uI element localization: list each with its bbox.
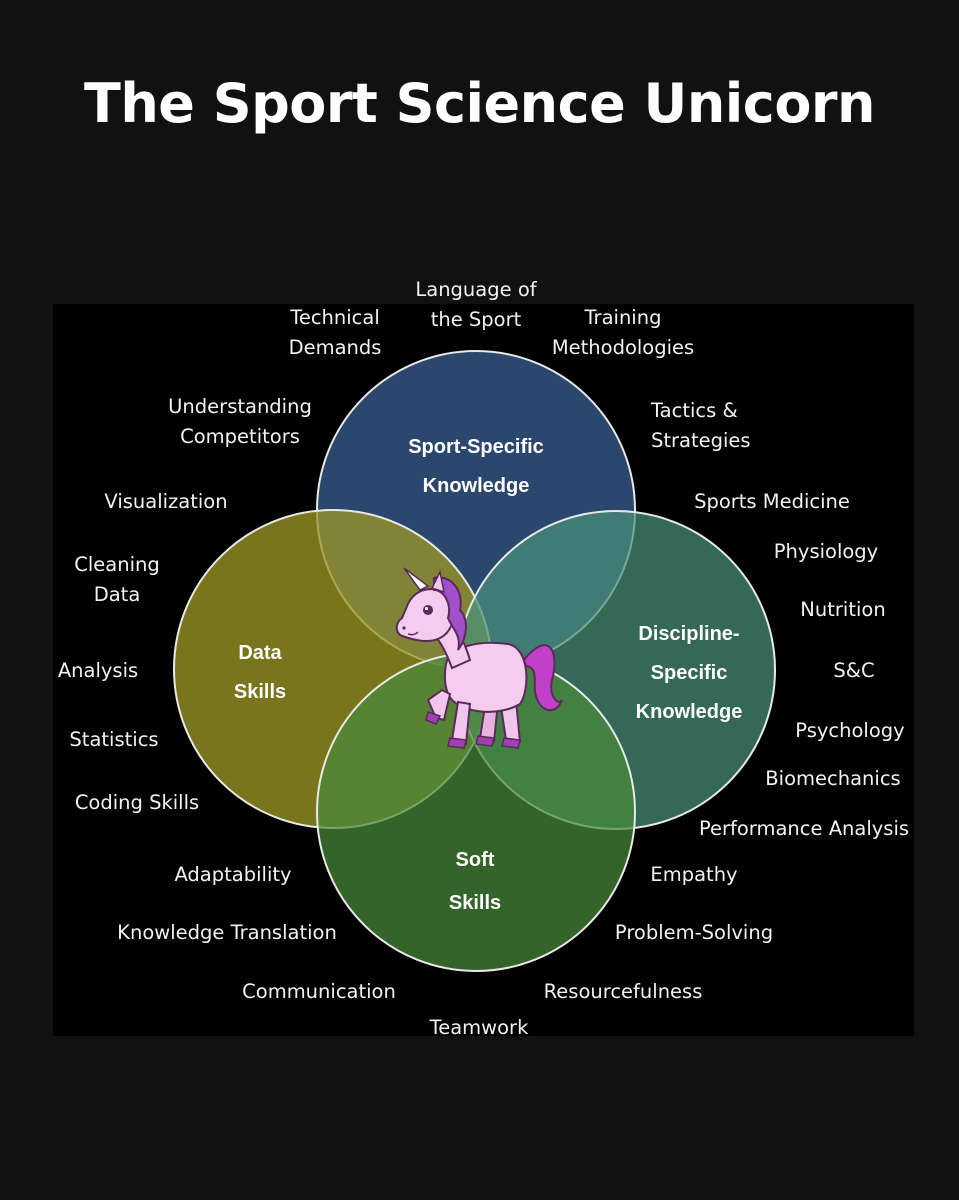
- label-empathy: Empathy: [650, 863, 738, 886]
- sport-specific-knowledge-title: Sport-Specific Knowledge: [408, 428, 544, 506]
- label-teamwork: Teamwork: [429, 1016, 529, 1039]
- label-coding-skills: Coding Skills: [74, 791, 200, 814]
- label-technical-demands: Technical Demands: [289, 303, 382, 363]
- label-statistics: Statistics: [69, 728, 159, 751]
- label-line: Cleaning: [74, 553, 160, 576]
- label-line: Methodologies: [551, 336, 695, 359]
- label-analysis: Analysis: [57, 659, 139, 682]
- label-line: Competitors: [180, 425, 300, 448]
- label-biomechanics: Biomechanics: [765, 767, 901, 790]
- soft-skills-title: Soft Skills: [449, 839, 501, 925]
- title-line: Soft: [455, 849, 495, 871]
- title-line: Knowledge: [422, 475, 530, 497]
- label-sc: S&C: [833, 659, 875, 682]
- page-title: The Sport Science Unicorn: [84, 72, 876, 135]
- label-understanding-competitors: Understanding Competitors: [168, 392, 312, 452]
- label-resourcefulness: Resourcefulness: [543, 980, 703, 1003]
- label-language-of-the-sport: Language of the Sport: [415, 275, 536, 335]
- label-cleaning-data: Cleaning Data: [74, 550, 160, 610]
- label-adaptability: Adaptability: [174, 863, 292, 886]
- label-communication: Communication: [242, 980, 396, 1003]
- label-nutrition: Nutrition: [800, 598, 886, 621]
- title-line: Discipline-: [638, 623, 740, 645]
- label-line: Tactics &: [651, 399, 738, 422]
- label-performance-analysis: Performance Analysis: [698, 817, 910, 840]
- label-line: Demands: [288, 336, 382, 359]
- label-training-methodologies: Training Methodologies: [552, 303, 694, 363]
- label-line: Technical: [290, 306, 380, 329]
- label-physiology: Physiology: [773, 540, 879, 563]
- title-line: Specific: [650, 662, 728, 684]
- data-skills-title: Data Skills: [234, 634, 286, 712]
- title-line: Data: [238, 642, 282, 664]
- title-line: Skills: [448, 892, 502, 914]
- label-line: Strategies: [651, 429, 751, 452]
- title-line: Knowledge: [635, 701, 743, 723]
- label-line: Data: [93, 583, 141, 606]
- label-tactics-strategies: Tactics & Strategies: [651, 396, 751, 456]
- label-sports-medicine: Sports Medicine: [694, 490, 850, 513]
- label-line: Training: [584, 306, 662, 329]
- label-line: Language of: [415, 278, 537, 301]
- label-psychology: Psychology: [795, 719, 905, 742]
- title-line: Skills: [233, 681, 287, 703]
- discipline-specific-knowledge-title: Discipline- Specific Knowledge: [636, 615, 743, 732]
- unicorn-icon: [395, 567, 563, 749]
- label-line: the Sport: [430, 308, 522, 331]
- label-problem-solving: Problem-Solving: [614, 921, 774, 944]
- title-line: Sport-Specific: [408, 436, 544, 458]
- label-line: Understanding: [168, 395, 312, 418]
- label-knowledge-translation: Knowledge Translation: [117, 921, 337, 944]
- venn-circles: [173, 350, 776, 972]
- label-visualization: Visualization: [104, 490, 228, 513]
